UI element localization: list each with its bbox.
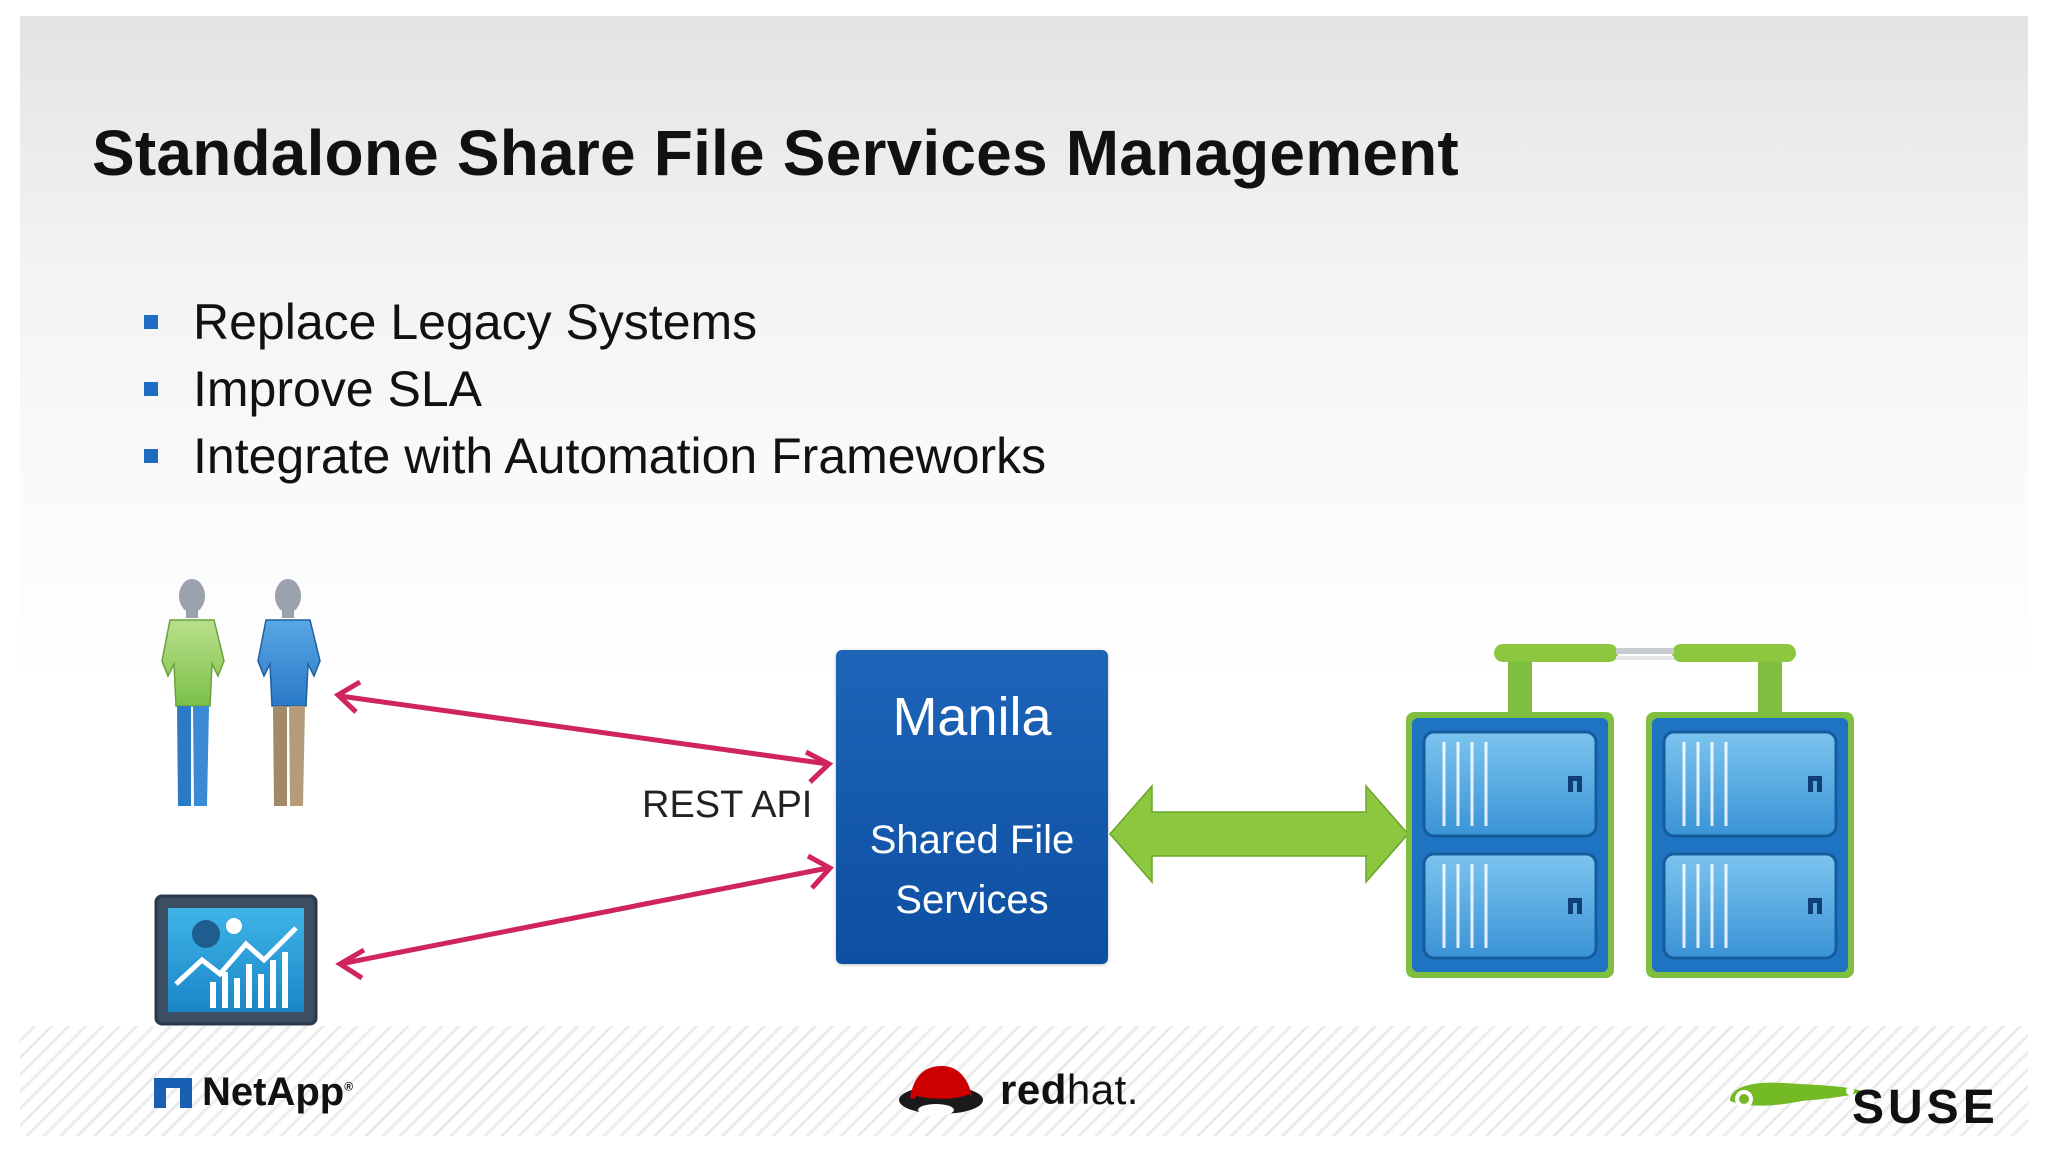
bullet-text: Integrate with Automation Frameworks	[193, 427, 1047, 484]
redhat-shadowman-icon	[899, 1066, 983, 1116]
suse-wordmark: SUSE	[1852, 1081, 1999, 1134]
bullet-marker-icon	[144, 448, 158, 463]
bullet-text: Replace Legacy Systems	[193, 293, 758, 350]
redhat-logo: redhat.	[896, 1060, 1139, 1120]
netapp-wordmark: NetApp®	[202, 1070, 354, 1114]
suse-chameleon-icon	[1730, 1082, 1862, 1108]
manila-storage-double-arrow	[1109, 784, 1409, 884]
automation-dashboard-icon	[154, 894, 318, 1026]
bullet-item: Improve SLA	[144, 355, 1046, 422]
manila-service-box: Manila Shared File Services	[836, 650, 1108, 964]
slide-title: Standalone Share File Services Managemen…	[92, 117, 1459, 189]
suse-logo: SUSE	[1722, 1056, 1999, 1135]
bullet-item: Integrate with Automation Frameworks	[144, 422, 1046, 489]
netapp-logo: NetApp®	[154, 1070, 353, 1115]
bullet-marker-icon	[144, 314, 158, 329]
rest-api-label: REST API	[642, 784, 813, 826]
manila-subtitle: Shared File Services	[836, 810, 1108, 930]
bullet-list: Replace Legacy Systems Improve SLA Integ…	[144, 288, 1046, 489]
slide: Standalone Share File Services Managemen…	[20, 16, 2028, 1136]
footer-band	[20, 986, 2028, 1136]
storage-cluster-icon	[1406, 644, 1854, 978]
architecture-diagram	[154, 579, 1854, 1026]
users-icon	[161, 579, 321, 806]
rest-api-arrow-automation	[335, 853, 834, 981]
bullet-marker-icon	[144, 381, 158, 396]
manila-subtitle-line2: Services	[895, 878, 1049, 922]
manila-title: Manila	[892, 687, 1052, 747]
manila-subtitle-line1: Shared File	[869, 818, 1075, 862]
rest-api-arrow-users	[333, 679, 834, 784]
netapp-mark-icon	[154, 1077, 192, 1108]
bullet-text: Improve SLA	[193, 360, 483, 417]
bullet-item: Replace Legacy Systems	[144, 288, 1046, 355]
redhat-wordmark: redhat.	[1000, 1066, 1139, 1113]
